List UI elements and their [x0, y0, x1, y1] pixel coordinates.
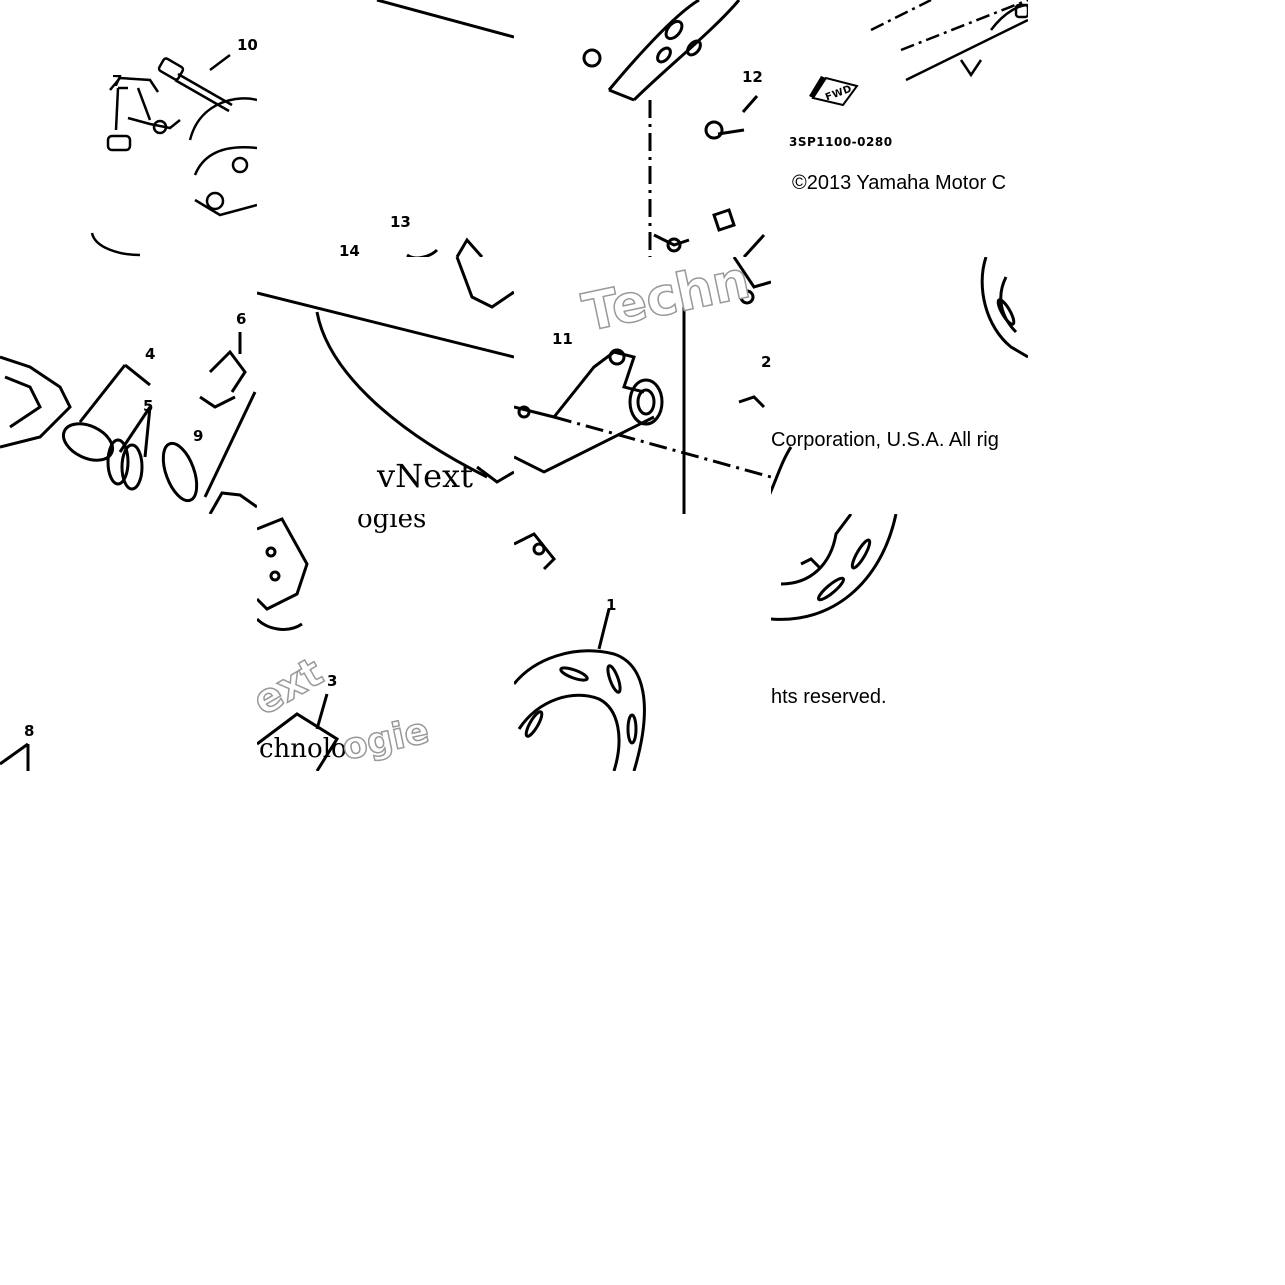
rotor-top-drawing [771, 257, 1028, 496]
pad-drawing [257, 517, 340, 771]
rotor-edge-drawing [771, 514, 898, 621]
part-label-1: 1 [606, 596, 617, 614]
part-label-5: 5 [143, 397, 154, 415]
diagram-tile-caliper-bracket: Techn 11 2 [514, 257, 771, 514]
header-drawing [809, 0, 1028, 107]
diagram-tile-pad: ogies ext chnolo ogie 3 [257, 514, 514, 771]
lower-left-drawing [0, 742, 30, 771]
part-label-8: 8 [24, 722, 35, 740]
part-label-11: 11 [552, 330, 573, 348]
part-label-9: 9 [193, 427, 204, 445]
diagram-tile-rotor-top: Corporation, U.S.A. All rig [771, 257, 1028, 514]
part-label-2: 2 [761, 353, 771, 371]
watermark-ogies: ogies [357, 514, 427, 534]
part-label-12: 12 [742, 68, 763, 86]
diagram-tile-piston: 4 5 6 9 [0, 257, 257, 514]
part-label-13: 13 [390, 213, 411, 231]
diagram-tile-rotor-edge: hts reserved. [771, 514, 1028, 771]
caliper-bolt-drawing [90, 54, 257, 257]
copyright-line-2: Corporation, U.S.A. All rig [771, 429, 999, 451]
diagram-tile-brake-line: vNext [257, 257, 514, 514]
diagram-tile-backing-line: 13 14 [257, 0, 514, 257]
diagram-tile-rotor: 1 [514, 514, 771, 771]
watermark-vnext: vNext [377, 457, 473, 495]
diagram-tile-caliper-bolt: 10 7 [0, 0, 257, 257]
part-label-10: 10 [237, 36, 257, 54]
diagram-tile-header: FWD 3SP1100-0280 ©2013 Yamaha Motor C [771, 0, 1028, 257]
diagram-tile-lower-left: 8 [0, 514, 257, 771]
part-label-14: 14 [339, 242, 360, 258]
caliper-bracket-drawing [514, 257, 771, 514]
part-label-3: 3 [327, 672, 338, 690]
brake-line-drawing [257, 257, 514, 484]
watermark-chnolo: chnolo [259, 734, 347, 764]
part-label-7: 7 [112, 72, 123, 90]
part-label-6: 6 [236, 310, 247, 328]
diagram-tile-bracket: 12 [514, 0, 771, 257]
copyright-line-3: hts reserved. [771, 686, 887, 708]
backing-line-drawing [376, 0, 514, 257]
part-label-4: 4 [145, 345, 156, 363]
rotor-drawing [514, 532, 646, 771]
bracket-drawing [582, 0, 766, 257]
piston-drawing [0, 332, 257, 514]
copyright-line-1: ©2013 Yamaha Motor C [792, 172, 1007, 194]
drawing-code: 3SP1100-0280 [789, 135, 893, 149]
